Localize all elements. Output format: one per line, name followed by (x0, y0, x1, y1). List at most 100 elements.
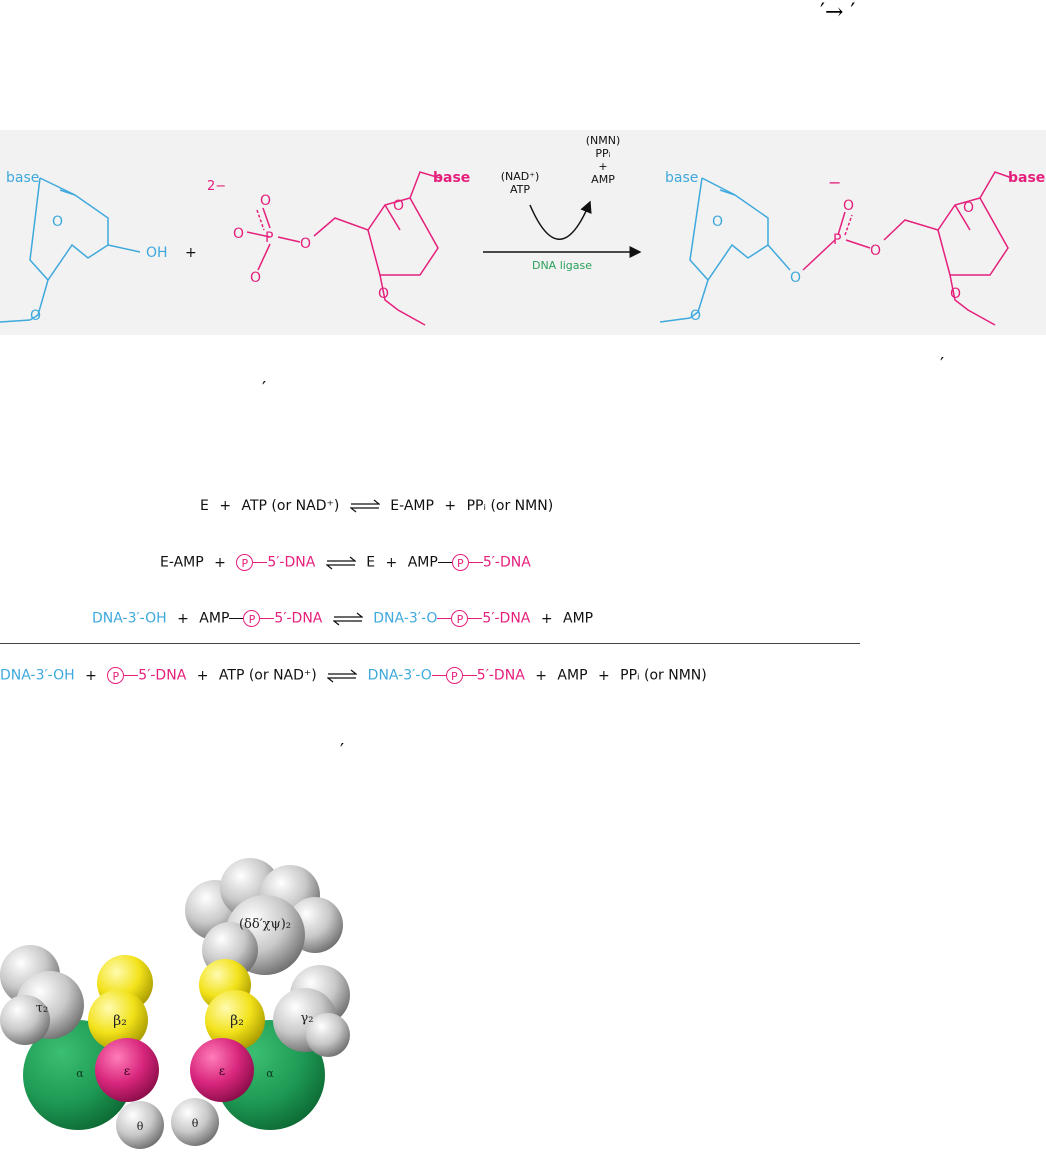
epsilon-left-label: ε (124, 1064, 130, 1078)
theta-left-sphere (116, 1101, 164, 1149)
tau-label: τ₂ (36, 1001, 48, 1016)
prime-mark-1: ′ (940, 354, 945, 375)
input-atp: ATP (510, 183, 530, 196)
right-sugar-base: base (433, 170, 470, 186)
eq4-ppi: PPᵢ (or NMN) (620, 667, 707, 684)
plus-sign: + (185, 245, 197, 261)
eq4-bond (124, 675, 139, 676)
output-amp: AMP (591, 173, 615, 186)
ligase-reaction-diagram: base O OH O + 2− P O O O O O base O (NAD… (0, 130, 1046, 335)
eq4-atp: ATP (or NAD⁺) (218, 667, 317, 684)
equation-separator (0, 643, 860, 644)
eq1-atp: ATP (or NAD⁺) (241, 498, 340, 514)
tau-sphere-3 (0, 995, 50, 1045)
phosphate-o-left: O (233, 226, 244, 242)
product-blue-bonds (659, 177, 791, 323)
equation-1: E + ATP (or NAD⁺) E-AMP + PPᵢ (or NMN) (200, 498, 553, 514)
beta-right-sphere (205, 990, 265, 1050)
equation-4: DNA-3′-OH + P 5′-DNA + ATP (or NAD⁺) DNA-… (0, 667, 707, 684)
equilibrium-arrow-2 (325, 556, 356, 569)
right-sugar-ring-o: O (393, 198, 404, 214)
eq3-amp2: AMP (563, 610, 594, 627)
eq2-plus: + (214, 554, 226, 571)
eq3-amp: AMP (199, 610, 230, 627)
eq3-phosphate-circle: P (243, 610, 261, 627)
eq3-dna-2: 5′-DNA (482, 610, 531, 627)
delta-complex-label: (δδ′χψ)₂ (239, 917, 291, 932)
eq3-prod-bond (437, 618, 452, 619)
eq4-phosphate-circle-2: P (445, 667, 463, 684)
eq3-bond (260, 618, 275, 619)
prime-mark-3: ′ (340, 740, 345, 761)
equilibrium-arrow-3 (332, 612, 363, 625)
eq3-phosphate-circle-2: P (451, 610, 469, 627)
right-sugar-bottom-o: O (378, 286, 389, 302)
product-base-left: base (665, 170, 698, 186)
eq4-dna: 5′-DNA (138, 667, 187, 684)
product-o-link-left: O (790, 270, 801, 286)
phosphate-o-link: O (300, 236, 311, 252)
output-ppi: PPᵢ (595, 147, 610, 160)
eq2-phosphate-circle: P (236, 554, 254, 571)
polymerase-holoenzyme-diagram: (δδ′χψ)₂ τ₂ β₂ β₂ γ₂ α α ε ε θ θ (0, 840, 360, 1152)
eq4-plus2: + (196, 667, 209, 684)
eq3-oh: DNA-3′-OH (92, 610, 167, 627)
eq4-prod-bond (431, 675, 446, 676)
eq2-dna: 5′-DNA (267, 554, 316, 571)
eq4-bond-2 (462, 675, 477, 676)
left-oh-label: OH (146, 245, 168, 261)
eq1-ppi: PPᵢ (or NMN) (466, 498, 554, 514)
left-ring-o: O (52, 214, 63, 230)
eq3-prod-left: DNA-3′-O (373, 610, 438, 627)
holoenzyme-svg: (δδ′χψ)₂ τ₂ β₂ β₂ γ₂ α α ε ε θ θ (0, 858, 350, 1149)
product-o-top: O (843, 198, 854, 214)
output-plus: + (598, 160, 607, 173)
eq3-plus: + (177, 610, 189, 627)
phosphorus-label: P (265, 230, 273, 246)
product-charge: − (828, 173, 841, 192)
theta-left-label: θ (137, 1120, 144, 1133)
product-o-link-right: O (870, 243, 881, 259)
eq4-oh: DNA-3′-OH (0, 667, 75, 684)
epsilon-right-sphere (190, 1038, 254, 1102)
gamma-label: γ₂ (301, 1011, 314, 1026)
output-nmn: (NMN) (586, 134, 621, 147)
beta-right-label: β₂ (230, 1013, 244, 1029)
eq4-amp: AMP (557, 667, 588, 684)
phosphate-bonds (246, 171, 441, 326)
eq1-plus: + (219, 498, 232, 514)
eq3-bond-2 (468, 618, 483, 619)
ligase-reaction-svg: base O OH O + 2− P O O O O O base O (NAD… (0, 134, 1045, 326)
eq4-prod-left: DNA-3′-O (367, 667, 432, 684)
eq2-plus2: + (385, 554, 398, 571)
eq4-plus3: + (535, 667, 547, 684)
eq2-bond (253, 562, 268, 563)
eq2-bond-2 (468, 562, 483, 563)
eq1-plus2: + (444, 498, 457, 514)
header-arrow-mark: ′→ ′ (820, 0, 856, 25)
phosphate-o-top: O (260, 193, 271, 209)
eq2-eamp: E-AMP (160, 554, 204, 571)
equilibrium-arrow-4 (327, 669, 358, 682)
theta-right-label: θ (192, 1117, 199, 1130)
product-ring-o-right: O (963, 200, 974, 216)
product-phosphorus: P (833, 232, 841, 248)
alpha-left-label: α (76, 1067, 84, 1080)
gamma-sphere-3 (306, 1013, 350, 1057)
epsilon-right-label: ε (219, 1064, 225, 1078)
epsilon-left-sphere (95, 1038, 159, 1102)
eq4-plus4: + (597, 667, 610, 684)
input-nad: (NAD⁺) (501, 170, 540, 183)
product-bottom-o-left: O (690, 308, 701, 324)
enzyme-label: DNA ligase (532, 259, 592, 272)
left-base-label: base (6, 170, 39, 186)
left-sugar-bonds (0, 177, 141, 323)
eq3-amp-bond (229, 618, 244, 619)
product-pink-bonds (802, 171, 1013, 326)
eq4-dna-2: 5′-DNA (476, 667, 525, 684)
eq3-dna: 5′-DNA (274, 610, 323, 627)
eq2-dna-2: 5′-DNA (482, 554, 531, 571)
beta-left-sphere (88, 990, 148, 1050)
product-base-right: base (1008, 170, 1045, 186)
